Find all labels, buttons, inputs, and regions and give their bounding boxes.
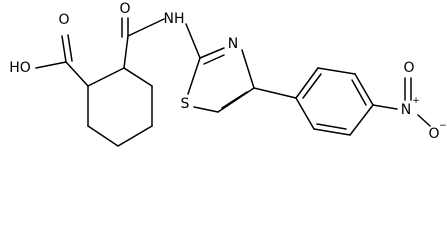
amide-c-n-bond bbox=[127, 18, 165, 37]
phenyl-bond bbox=[354, 73, 374, 106]
ring-bond bbox=[87, 67, 125, 87]
acid-c-oh-bond bbox=[35, 61, 67, 69]
ring-bond bbox=[87, 125, 119, 147]
thiazole-to-phenyl-bond bbox=[253, 87, 297, 99]
phenyl-inner-bond bbox=[351, 79, 367, 106]
ring-bond bbox=[123, 67, 153, 87]
phenyl-bond bbox=[349, 104, 374, 136]
phenyl-to-nitro-bond bbox=[372, 104, 398, 110]
carboxylic-acid-group: HO O bbox=[9, 12, 89, 87]
phenyl-inner-bond bbox=[316, 123, 347, 130]
thiazole-c2-n3-inner-bond bbox=[203, 54, 225, 65]
ring-to-amide-bond bbox=[123, 35, 129, 69]
cyclohexane-ring bbox=[87, 67, 153, 147]
amide-nh-label: NH bbox=[164, 11, 185, 27]
nh-to-thiazole-bond bbox=[185, 23, 201, 59]
thiazole-c2-n3-bond bbox=[199, 47, 225, 59]
acid-carbonyl-oxygen-label: O bbox=[58, 12, 69, 28]
thiazole-ring: N S bbox=[181, 23, 255, 113]
nitro-double-oxygen-label: O bbox=[403, 60, 414, 76]
phenyl-bond bbox=[313, 128, 351, 136]
phenyl-bond bbox=[295, 97, 315, 130]
phenyl-bond bbox=[295, 67, 319, 99]
amide-group: O NH bbox=[119, 1, 185, 69]
thiazole-n3-c4-bond bbox=[241, 49, 255, 89]
nitro-nitrogen-charge: + bbox=[412, 96, 420, 106]
nitro-oxygen-charge: − bbox=[439, 121, 447, 131]
phenyl-bond bbox=[317, 67, 356, 75]
structure-diagram: HO O O NH N S bbox=[9, 1, 447, 147]
thiazole-sulfur-label: S bbox=[181, 96, 190, 112]
nitro-group: N + O O − bbox=[372, 60, 447, 142]
ring-bond bbox=[117, 125, 153, 147]
thiazole-nitrogen-label: N bbox=[228, 36, 238, 52]
thiazole-c5-s-bond bbox=[193, 106, 219, 113]
nitro-single-oxygen-label: O bbox=[428, 126, 439, 142]
nitro-nitrogen-label: N bbox=[401, 102, 411, 118]
thiazole-c4-c5-bond bbox=[217, 87, 255, 113]
acid-c-o-double-bond bbox=[67, 34, 73, 62]
amide-oxygen-label: O bbox=[119, 1, 130, 17]
acid-hydroxyl-label: HO bbox=[9, 60, 31, 76]
thiazole-c4-c5-inner-bond bbox=[221, 91, 248, 109]
ring-to-acid-bond bbox=[65, 61, 89, 87]
thiazole-s-c2-bond bbox=[187, 57, 201, 95]
phenyl-inner-bond bbox=[302, 73, 322, 99]
phenyl-ring bbox=[253, 67, 374, 136]
acid-c-o-double-bond bbox=[61, 35, 67, 63]
nitro-n-o-single-bond bbox=[417, 114, 431, 127]
